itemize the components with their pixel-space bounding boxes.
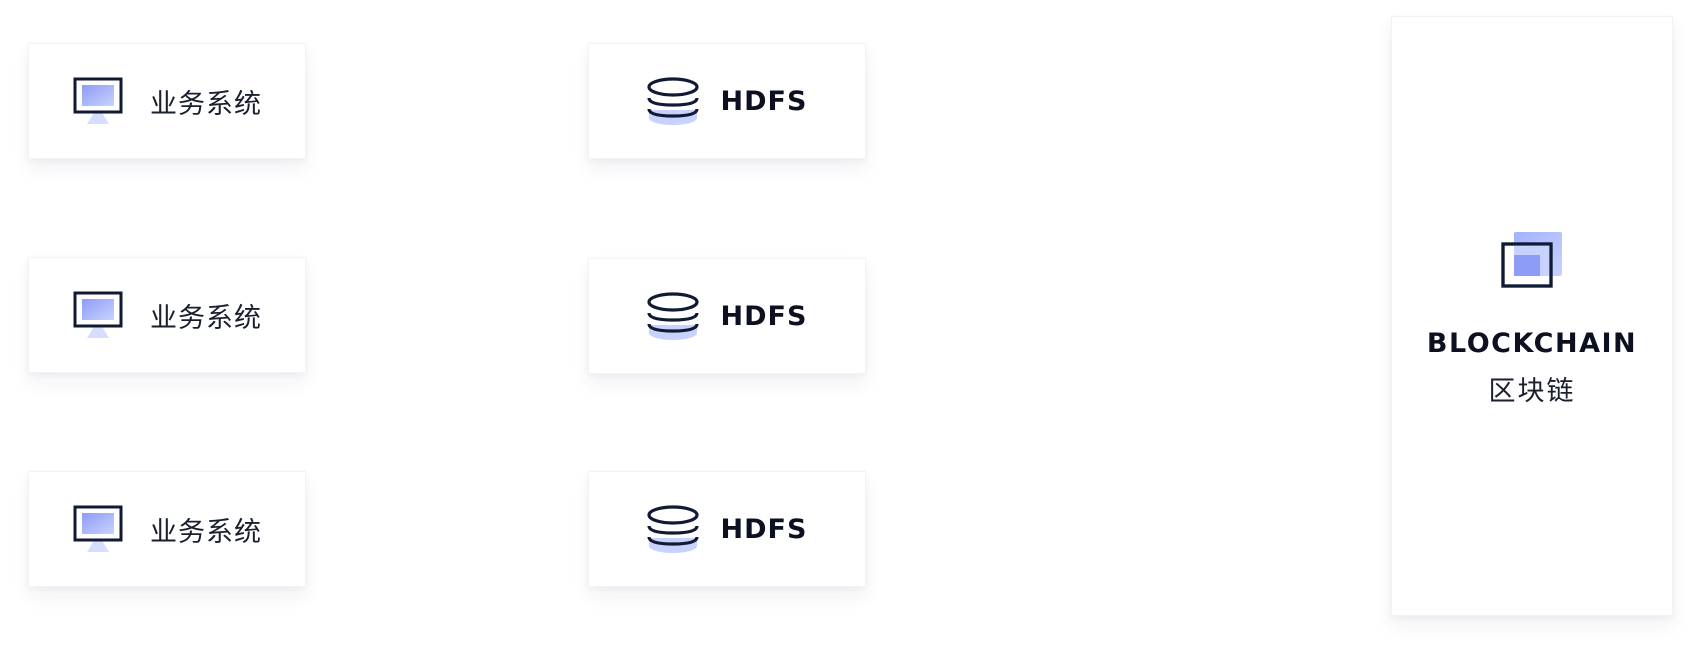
hdfs-card-2: HDFS <box>588 258 866 374</box>
business-system-card-2: 业务系统 <box>28 257 306 373</box>
business-system-label: 业务系统 <box>150 516 262 548</box>
hdfs-label: HDFS <box>720 85 808 117</box>
business-system-label: 业务系统 <box>150 302 262 334</box>
stacked-blocks-icon <box>1500 230 1564 290</box>
blockchain-title: BLOCKCHAIN <box>1426 328 1638 359</box>
hdfs-card-1: HDFS <box>588 43 866 159</box>
database-icon <box>646 291 699 341</box>
business-system-label: 业务系统 <box>150 88 262 120</box>
business-system-card-3: 业务系统 <box>28 471 306 587</box>
hdfs-card-3: HDFS <box>588 471 866 587</box>
hdfs-label: HDFS <box>720 513 808 545</box>
business-system-card-1: 业务系统 <box>28 43 306 159</box>
database-icon <box>646 504 699 554</box>
monitor-icon <box>72 76 124 126</box>
blockchain-card: BLOCKCHAIN 区块链 <box>1391 16 1673 616</box>
database-icon <box>646 76 699 126</box>
monitor-icon <box>72 290 124 340</box>
hdfs-label: HDFS <box>720 300 808 332</box>
blockchain-subtitle: 区块链 <box>1488 376 1576 407</box>
monitor-icon <box>72 504 124 554</box>
